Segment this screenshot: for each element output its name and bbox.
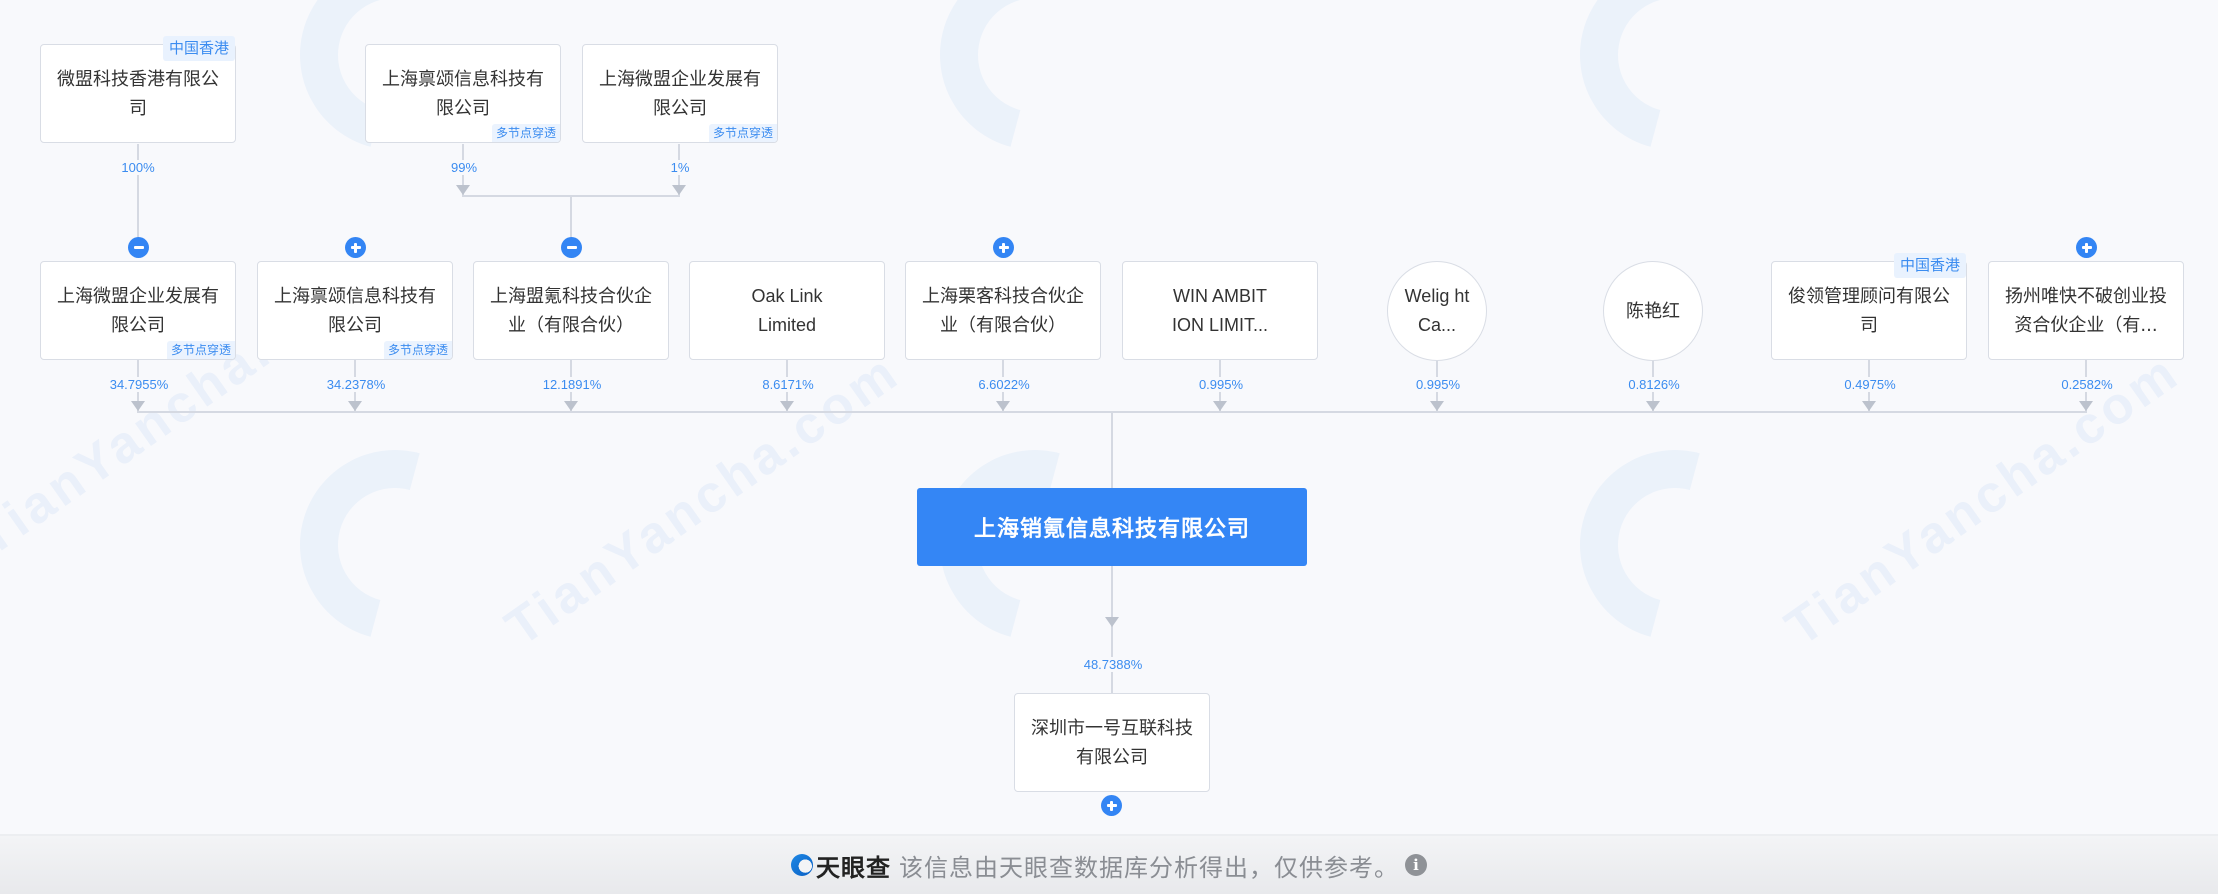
shareholder-node-person[interactable]: 陈艳红: [1603, 261, 1703, 361]
connector-line: [1111, 411, 1113, 489]
percent-label: 34.7955%: [107, 377, 171, 392]
arrow-icon: [1862, 401, 1876, 411]
expand-button[interactable]: [2076, 237, 2097, 258]
node-name: 上海禀颂信息科技有限公司: [382, 68, 544, 119]
shareholder-node[interactable]: 扬州唯快不破创业投资合伙企业（有...: [1988, 261, 2184, 360]
percent-label: 6.6022%: [976, 377, 1032, 392]
node-name: 扬州唯快不破创业投资合伙企业（有...: [2005, 285, 2167, 336]
arrow-icon: [1430, 401, 1444, 411]
arrow-icon: [996, 401, 1010, 411]
info-icon[interactable]: i: [1405, 854, 1427, 876]
percent-label: 0.2582%: [2059, 377, 2115, 392]
expand-button[interactable]: [345, 237, 366, 258]
node-name: 深圳市一号互联科技有限公司: [1031, 717, 1193, 768]
tianyancha-logo-icon: [791, 854, 813, 876]
connector-line: [1111, 566, 1113, 693]
main-company-name: 上海销氪信息科技有限公司: [973, 517, 1250, 542]
expand-button[interactable]: [1101, 795, 1122, 816]
percent-label: 34.2378%: [324, 377, 388, 392]
node-name: 上海栗客科技合伙企业（有限合伙）: [922, 285, 1084, 336]
watermark-text: TianYancha.com: [1775, 342, 2190, 658]
node-name: WIN AMBIT ION LIMIT...: [1171, 285, 1268, 335]
minus-icon: [133, 246, 144, 249]
tianyancha-logo: 天眼查: [791, 848, 891, 883]
percent-label: 0.8126%: [1626, 377, 1682, 392]
shareholder-node[interactable]: 上海微盟企业发展有限公司 多节点穿透: [40, 261, 236, 360]
percent-label: 1%: [668, 160, 692, 175]
main-company-node[interactable]: 上海销氪信息科技有限公司: [917, 488, 1307, 566]
minus-icon: [566, 246, 577, 249]
node-name: 俊领管理顾问有限公司: [1788, 285, 1950, 336]
percent-label: 0.995%: [1196, 377, 1246, 392]
percent-label: 48.7388%: [1081, 657, 1145, 672]
investment-node[interactable]: 深圳市一号互联科技有限公司: [1014, 693, 1210, 792]
shareholder-node[interactable]: 上海禀颂信息科技有限公司 多节点穿透: [257, 261, 453, 360]
shareholder-node-person[interactable]: Welig ht Ca...: [1387, 261, 1487, 361]
arrow-icon: [131, 401, 145, 411]
penetration-tag[interactable]: 多节点穿透: [491, 124, 560, 142]
node-name: 上海微盟企业发展有限公司: [57, 285, 219, 336]
percent-label: 8.6171%: [760, 377, 816, 392]
expand-button[interactable]: [993, 237, 1014, 258]
arrow-icon: [780, 401, 794, 411]
arrow-icon: [456, 185, 470, 195]
region-tag: 中国香港: [1893, 253, 1966, 278]
node-name: Welig ht Ca...: [1404, 286, 1470, 335]
disclaimer-text: 该信息由天眼查数据库分析得出，仅供参考。: [899, 853, 1399, 882]
penetration-tag[interactable]: 多节点穿透: [383, 341, 452, 359]
arrow-icon: [348, 401, 362, 411]
plus-icon-vertical: [1110, 800, 1113, 811]
penetration-tag[interactable]: 多节点穿透: [166, 341, 235, 359]
arrow-icon: [2079, 401, 2093, 411]
node-name: Oak Link Limited: [751, 285, 823, 335]
arrow-icon: [1213, 401, 1227, 411]
collapse-button[interactable]: [561, 237, 582, 258]
node-name: 上海盟氪科技合伙企业（有限合伙）: [490, 285, 652, 336]
shareholder-node[interactable]: Oak Link Limited: [689, 261, 885, 360]
watermark-logo: [905, 0, 1165, 185]
connector-line: [570, 195, 572, 250]
upstream-node[interactable]: 微盟科技香港有限公司 中国香港: [40, 36, 236, 143]
arrow-icon: [1105, 617, 1119, 627]
shareholder-node[interactable]: WIN AMBIT ION LIMIT...: [1122, 261, 1318, 360]
shareholder-node[interactable]: 上海栗客科技合伙企业（有限合伙）: [905, 261, 1101, 360]
percent-label: 100%: [119, 160, 157, 175]
shareholder-node[interactable]: 上海盟氪科技合伙企业（有限合伙）: [473, 261, 669, 360]
collapse-button[interactable]: [128, 237, 149, 258]
penetration-tag[interactable]: 多节点穿透: [708, 124, 777, 142]
plus-icon-vertical: [354, 242, 357, 253]
percent-label: 0.4975%: [1842, 377, 1898, 392]
arrow-icon: [672, 185, 686, 195]
node-name: 上海禀颂信息科技有限公司: [274, 285, 436, 336]
region-tag: 中国香港: [162, 36, 235, 61]
node-name: 微盟科技香港有限公司: [57, 68, 219, 119]
brand-name: 天眼查: [816, 853, 891, 882]
watermark-logo: [265, 415, 525, 675]
node-name: 陈艳红: [1626, 300, 1680, 322]
plus-icon-vertical: [1002, 242, 1005, 253]
upstream-node[interactable]: 上海禀颂信息科技有限公司 多节点穿透: [365, 44, 561, 143]
percent-label: 0.995%: [1413, 377, 1463, 392]
node-name: 上海微盟企业发展有限公司: [599, 68, 761, 119]
footer-disclaimer: 天眼查 该信息由天眼查数据库分析得出，仅供参考。 i: [0, 834, 2218, 894]
connector-line: [137, 144, 139, 248]
upstream-node[interactable]: 上海微盟企业发展有限公司 多节点穿透: [582, 44, 778, 143]
watermark-logo: [1545, 415, 1805, 675]
arrow-icon: [564, 401, 578, 411]
shareholder-node[interactable]: 俊领管理顾问有限公司 中国香港: [1771, 253, 1967, 360]
percent-label: 99%: [448, 160, 480, 175]
watermark-logo: [1545, 0, 1805, 185]
percent-label: 12.1891%: [540, 377, 604, 392]
plus-icon-vertical: [2085, 242, 2088, 253]
arrow-icon: [1646, 401, 1660, 411]
